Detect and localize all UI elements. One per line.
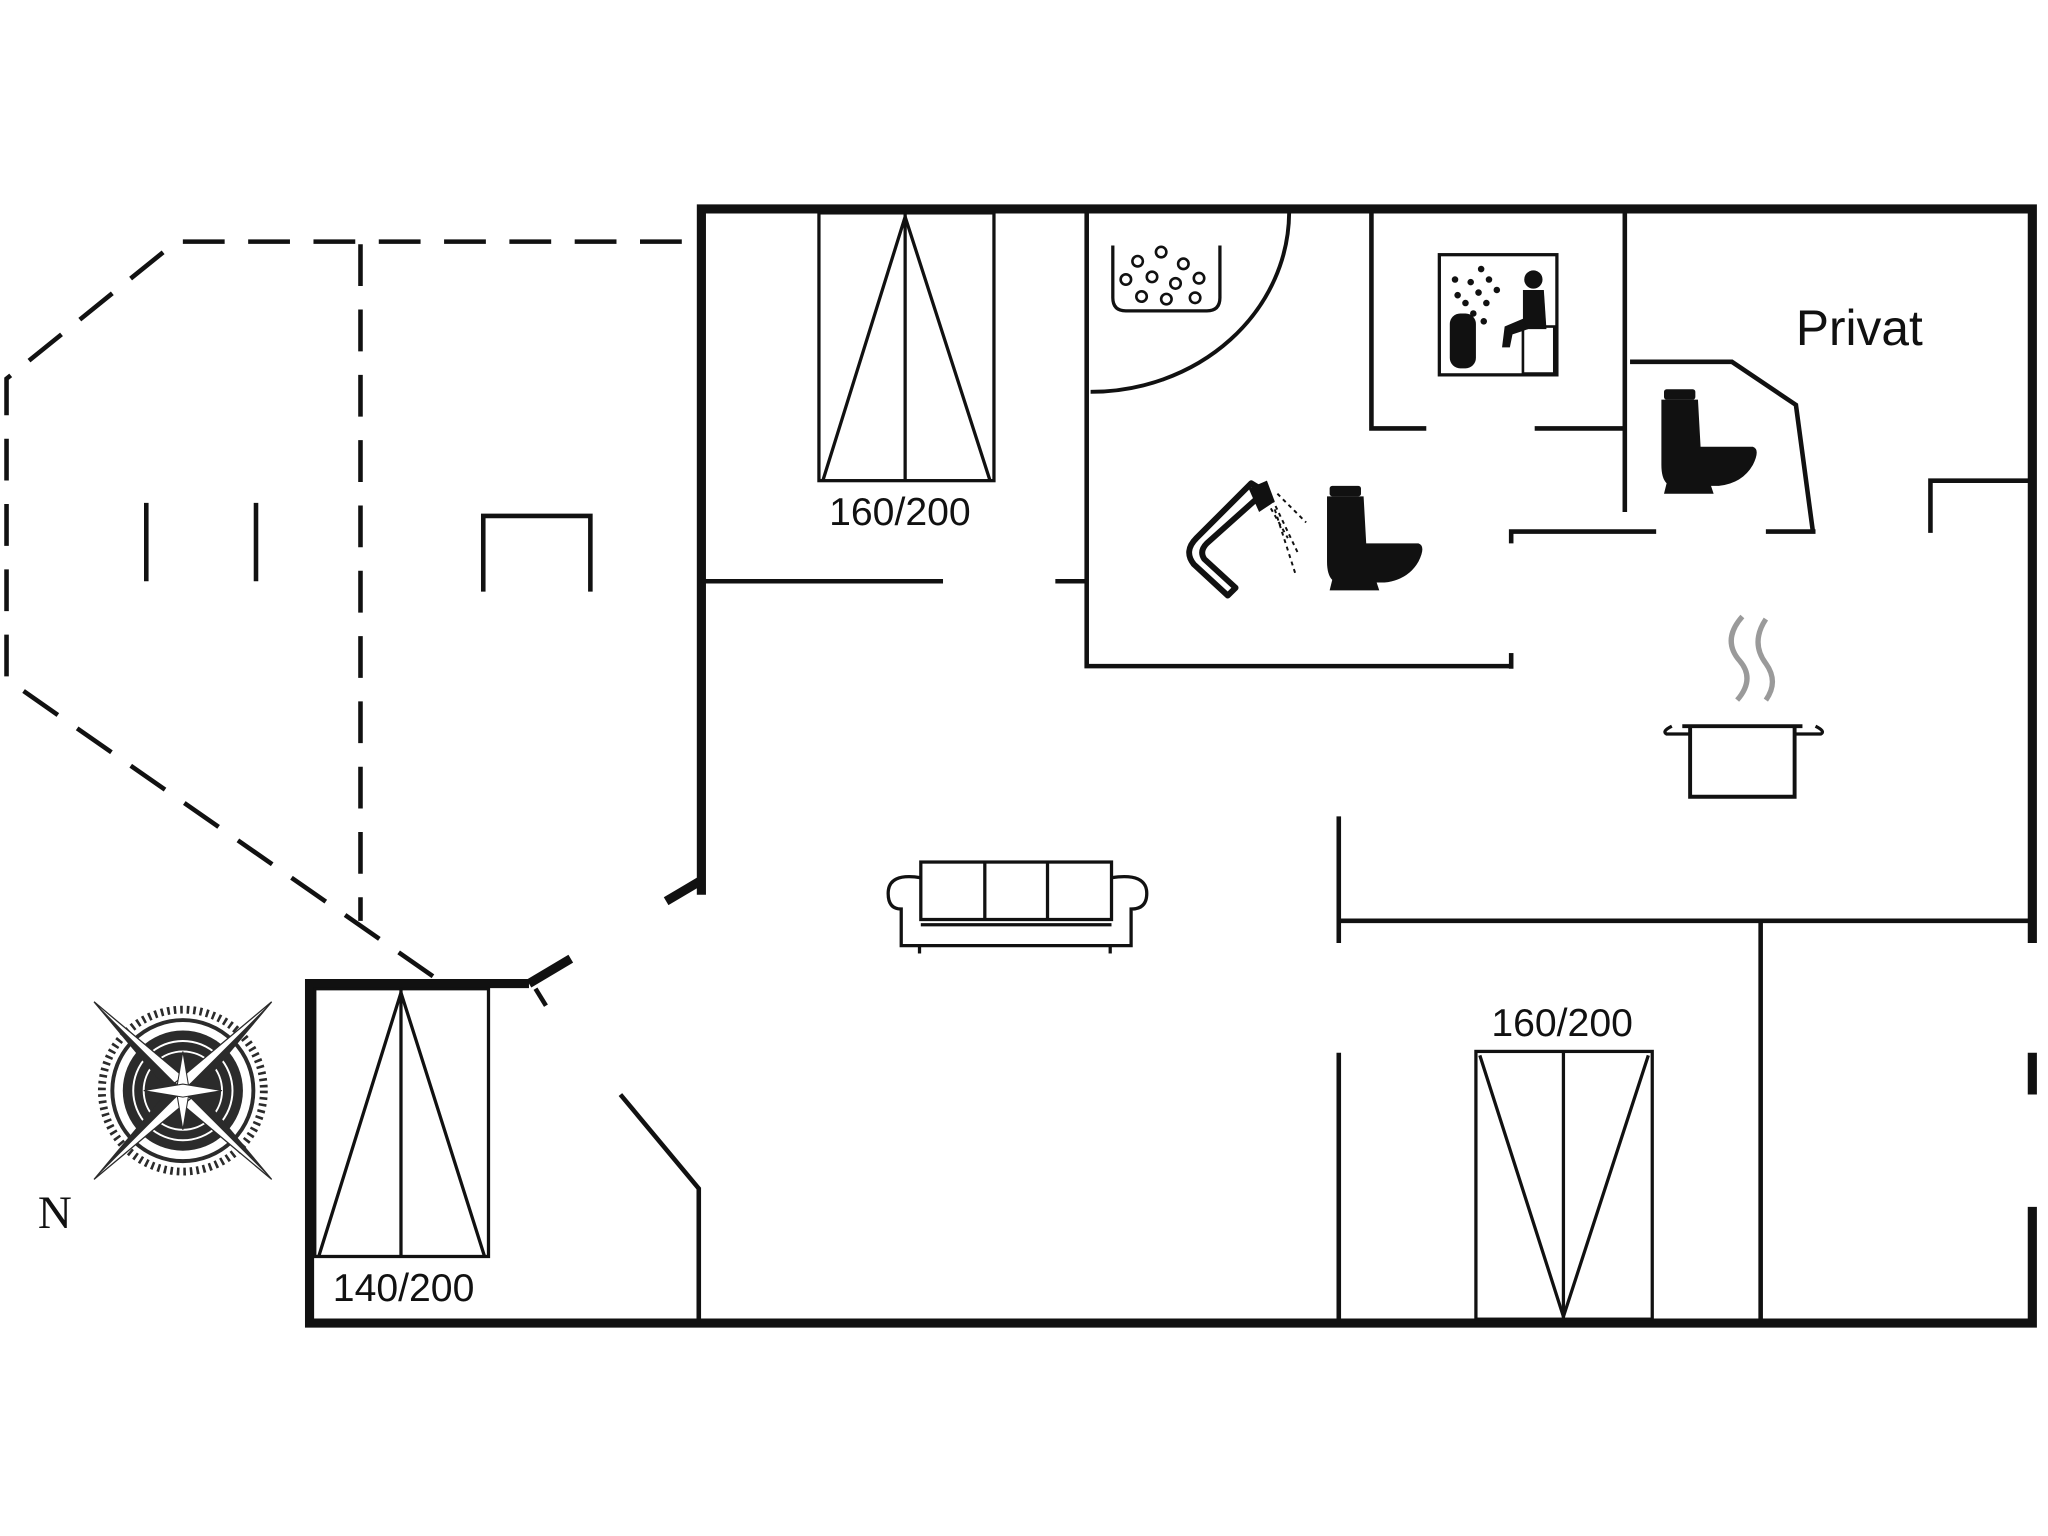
bed-right-size-label: 160/200 [1491,1002,1633,1045]
toilet-icon [1327,485,1423,591]
room-label-privat: Privat [1796,300,1923,356]
sauna-icon [1437,253,1559,377]
bed-right [1474,1049,1654,1322]
door-swing [1090,212,1292,394]
cooking-pot-icon [1663,614,1825,799]
terrace-posts [144,502,593,592]
terrace-outline [4,239,682,985]
whirlpool-icon [1111,245,1222,313]
bed-top [817,211,996,483]
exterior-walls [304,204,2037,1328]
bed-top-size-label: 160/200 [829,491,971,534]
north-label: N [38,1187,72,1239]
bed-left-size-label: 140/200 [333,1267,475,1310]
interior-walls [533,212,2029,1320]
compass-rose-icon [93,1001,273,1180]
bed-left [313,987,491,1259]
toilet-icon [1661,389,1757,494]
shower-icon [1186,480,1307,599]
sofa-icon [886,860,1149,954]
